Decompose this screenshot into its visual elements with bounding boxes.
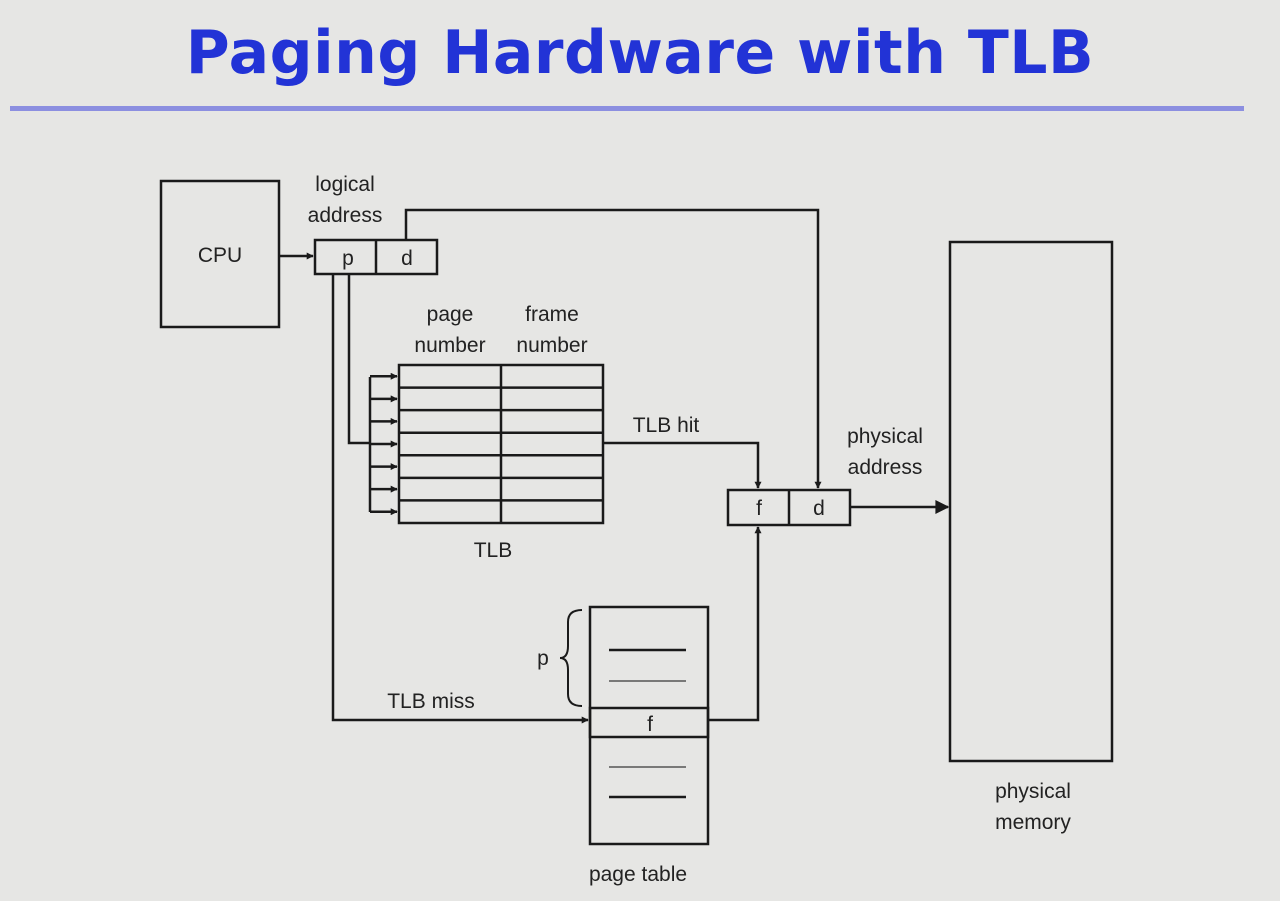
tlb-search-arrows xyxy=(370,372,398,516)
page-table-to-frame-arrow xyxy=(708,526,762,722)
page-index-brace xyxy=(559,609,583,707)
slide-title: Paging Hardware with TLB xyxy=(185,18,1095,88)
page-table-p-label: p xyxy=(537,647,549,670)
logical-address-label-1: logical xyxy=(315,173,375,196)
frame-number-header-2: number xyxy=(516,334,587,357)
physical-f-label: f xyxy=(756,497,762,520)
page-to-tlb-line xyxy=(347,274,370,445)
page-number-header-2: number xyxy=(414,334,485,357)
page-table-f-label: f xyxy=(647,713,653,736)
physical-address-label-2: address xyxy=(848,456,923,479)
page-table-f-entry xyxy=(588,706,710,739)
logical-d-label: d xyxy=(401,247,413,270)
tlb-hit-label: TLB hit xyxy=(633,414,700,437)
tlb-miss-label: TLB miss xyxy=(387,690,475,713)
tlb-rows xyxy=(399,386,603,502)
logical-p-label: p xyxy=(342,247,354,270)
physical-memory-box xyxy=(948,240,1114,763)
offset-arrow xyxy=(404,208,822,489)
cpu-box xyxy=(159,179,281,329)
physical-address-label-1: physical xyxy=(847,425,923,448)
tlb-hit-arrow xyxy=(603,441,762,489)
cpu-label: CPU xyxy=(198,244,242,267)
physical-memory-label-2: memory xyxy=(995,811,1071,834)
page-table-entries xyxy=(609,648,686,799)
physical-memory-label-1: physical xyxy=(995,780,1071,803)
page-number-header-1: page xyxy=(427,303,474,326)
logical-address-label-2: address xyxy=(308,204,383,227)
tlb-label: TLB xyxy=(474,539,513,562)
physical-d-label: d xyxy=(813,497,825,520)
tlb-miss-arrow xyxy=(331,274,589,724)
frame-number-header-1: frame xyxy=(525,303,579,326)
page-table-label: page table xyxy=(589,863,687,886)
title-divider xyxy=(10,106,1244,111)
